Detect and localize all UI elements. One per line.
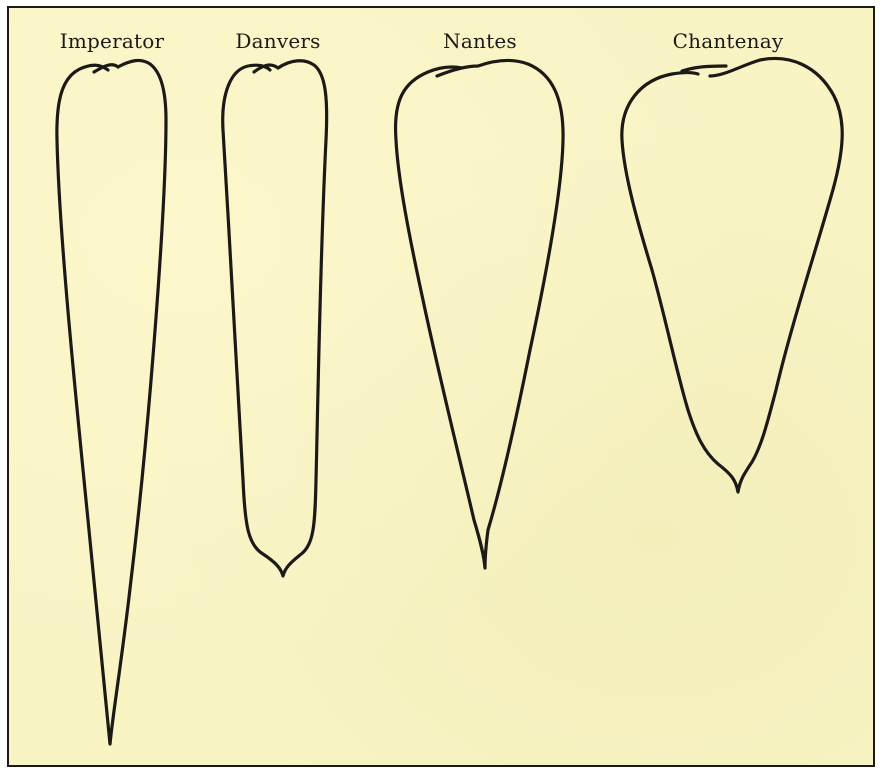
imperator-carrot-outline <box>57 60 166 744</box>
danvers-label: Danvers <box>235 29 320 53</box>
chantenay-carrot-outline <box>622 59 842 493</box>
imperator-label: Imperator <box>60 29 164 53</box>
nantes-carrot-outline <box>396 60 564 568</box>
danvers-carrot-outline <box>223 61 327 576</box>
nantes-label: Nantes <box>443 29 517 53</box>
chantenay-label: Chantenay <box>673 29 784 53</box>
